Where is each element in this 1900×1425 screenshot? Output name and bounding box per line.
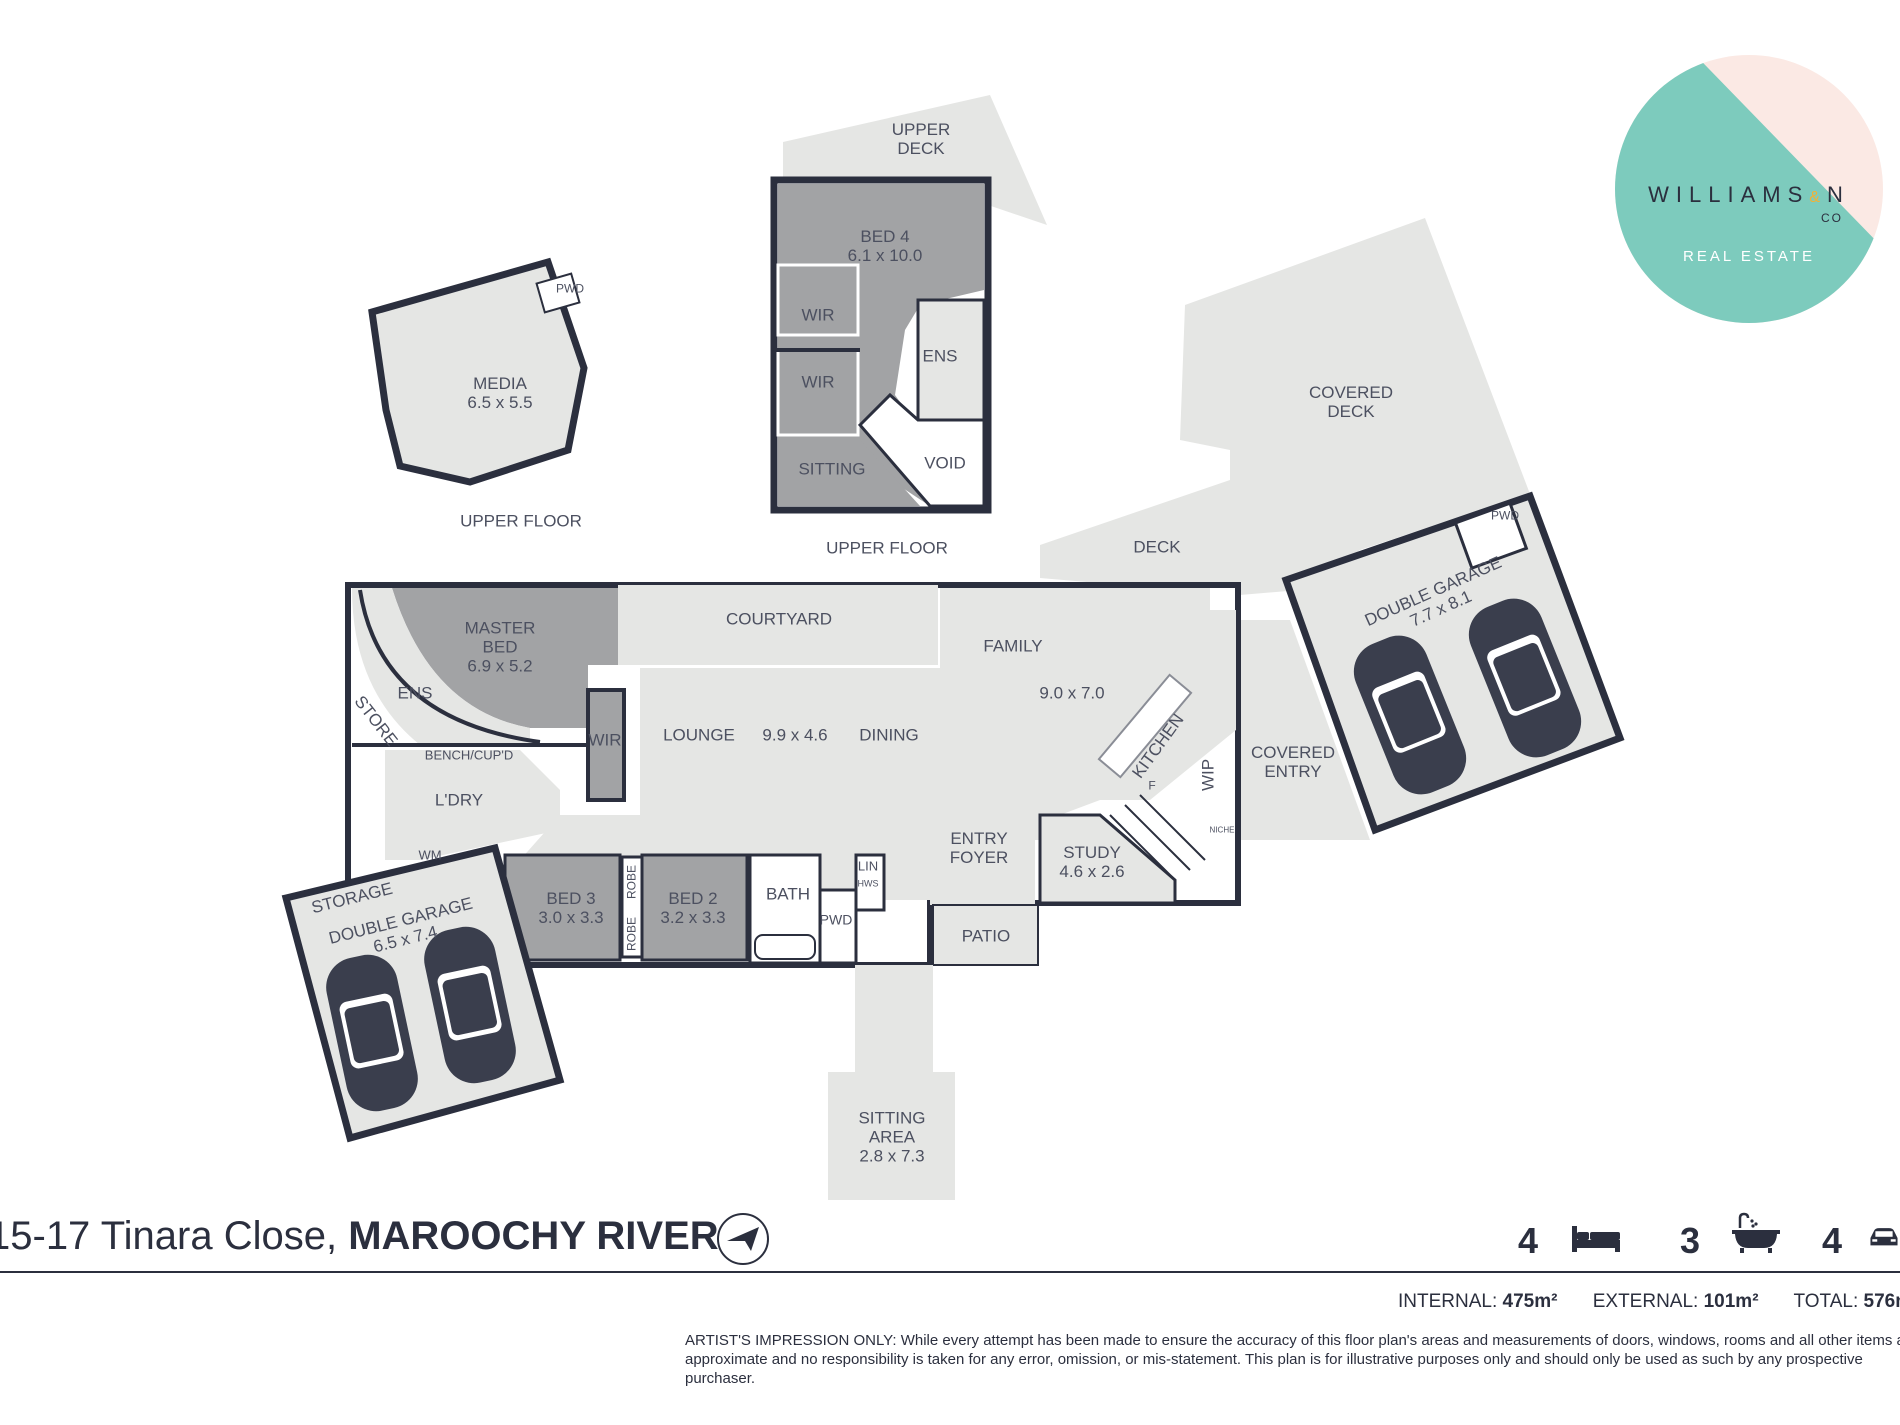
ens-master-label: ENS (397, 683, 433, 703)
wip-label: WIP (1198, 758, 1218, 792)
bench-label: BENCH/CUP'D (424, 747, 514, 763)
upper-floor-left-label: UPPER FLOOR (460, 511, 582, 531)
dining-label: DINING (859, 725, 919, 745)
disclaimer-text: ARTIST'S IMPRESSION ONLY: While every at… (685, 1332, 1900, 1387)
pwd-media-label: PWD (556, 281, 584, 296)
wir-upper-2-label: WIR (801, 372, 835, 392)
brand-logo: WILLIAMS&N CO REAL ESTATE (1615, 55, 1883, 323)
hws-label: HWS (857, 878, 879, 889)
bath-label: BATH (765, 884, 811, 904)
laundry-label: L'DRY (434, 790, 484, 810)
robe-2-label: ROBE (624, 916, 639, 952)
patio-label: PATIO (961, 926, 1011, 946)
lounge-label: LOUNGE (663, 725, 735, 745)
pwd-main-label: PWD (819, 911, 853, 928)
covered-entry-area (1240, 620, 1370, 840)
ens-upper-area (916, 298, 986, 422)
wir-upper-1-area (776, 263, 860, 337)
upper-floor-mid-label: UPPER FLOOR (826, 538, 948, 558)
living-area (640, 588, 1236, 815)
bath-icon (1732, 1212, 1780, 1253)
covered-deck-area (1040, 218, 1530, 595)
baths-count: 3 (1680, 1220, 1701, 1261)
robe-1-label: ROBE (624, 864, 639, 900)
compass-icon (717, 1213, 769, 1265)
courtyard-label: COURTYARD (725, 609, 833, 629)
sitting-area (828, 965, 955, 1200)
ens-upper-label: ENS (922, 346, 958, 366)
wir-master-label: WIR (588, 730, 622, 750)
lin-label: LIN (857, 858, 879, 874)
property-address: 15-17 Tinara Close, MAROOCHY RIVER (0, 1214, 719, 1258)
wir-upper-2-area (776, 348, 860, 437)
car-icon (1870, 1228, 1898, 1246)
pwd-garage-label: PWD (1491, 508, 1519, 523)
bed2-area (640, 853, 749, 962)
wm-label: WM (418, 847, 442, 863)
void-area (857, 392, 986, 508)
footer-divider (0, 1271, 1900, 1273)
courtyard-area (618, 585, 938, 665)
void-label: VOID (924, 453, 966, 473)
bed-icon (1572, 1226, 1620, 1252)
laundry-area (385, 750, 560, 860)
sitting-upper-label: SITTING (798, 459, 866, 479)
brand-co: CO (1821, 211, 1843, 225)
brand-name: WILLIAMS&N (1648, 182, 1850, 207)
sitting-upper-area (778, 440, 920, 506)
deck-label: DECK (1133, 537, 1181, 557)
beds-count: 4 (1518, 1220, 1539, 1261)
wir-upper-1-label: WIR (801, 305, 835, 325)
study-area (1038, 813, 1177, 905)
upper-deck-area (783, 95, 1047, 225)
master-bed-area (388, 588, 618, 728)
family-label: FAMILY (983, 636, 1043, 656)
family-dim-label: 9.0 x 7.0 (1039, 683, 1105, 703)
patio-area (932, 904, 1039, 966)
brand-subtitle: REAL ESTATE (1683, 248, 1815, 265)
entry-foyer-area (930, 815, 1035, 905)
area-summary: INTERNAL: 475m² EXTERNAL: 101m² TOTAL: 5… (1398, 1291, 1900, 1312)
cars-count: 4 (1822, 1220, 1843, 1261)
niche-label: NICHE (1209, 825, 1235, 835)
fridge-label: F (1148, 778, 1156, 793)
lounge-dim-label: 9.9 x 4.6 (762, 725, 828, 745)
